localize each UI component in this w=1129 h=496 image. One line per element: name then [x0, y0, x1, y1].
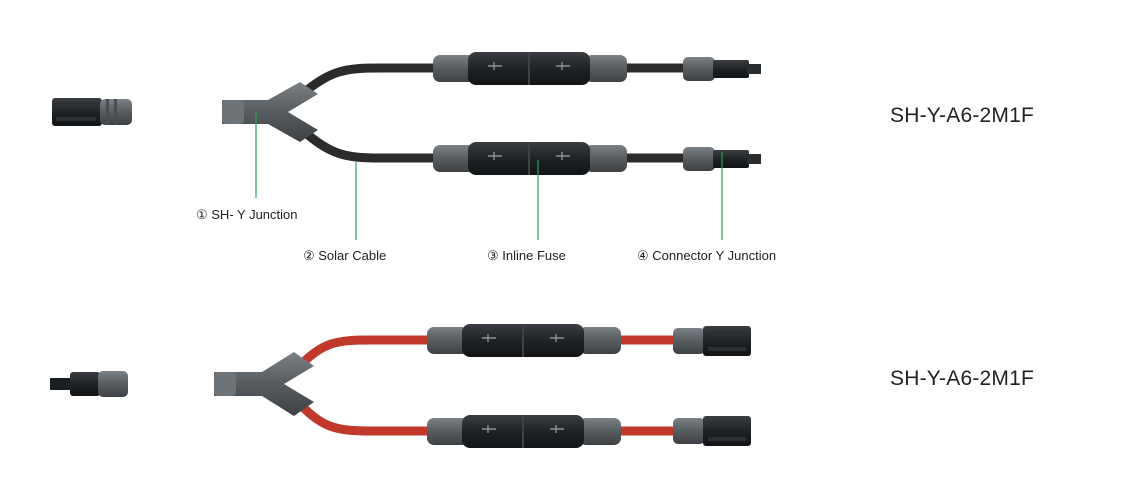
y-junction: [222, 82, 318, 142]
fuse-lower-red: [427, 415, 621, 448]
right-connector-upper-red: [673, 326, 751, 356]
leader-lines: [255, 112, 723, 240]
callout-solar-cable: ② Solar Cable: [303, 248, 387, 263]
callout-connector-y-junction: ④ Connector Y Junction: [637, 248, 777, 263]
right-connector-upper: [683, 57, 761, 81]
model-name-bottom: SH-Y-A6-2M1F: [890, 367, 1034, 390]
left-connector-red: [50, 371, 128, 397]
fuse-upper-red: [427, 324, 621, 357]
callout-inline-fuse: ③ Inline Fuse: [487, 248, 566, 263]
y-junction-red: [214, 352, 314, 416]
model-name-top: SH-Y-A6-2M1F: [890, 104, 1034, 127]
left-connector: [52, 98, 132, 126]
callout-y-junction: ① SH- Y Junction: [196, 207, 298, 222]
fuse-lower: [433, 142, 627, 175]
top-assembly: [52, 52, 761, 240]
right-connector-lower-red: [673, 416, 751, 446]
fuse-upper: [433, 52, 627, 85]
bottom-assembly: [50, 324, 751, 448]
